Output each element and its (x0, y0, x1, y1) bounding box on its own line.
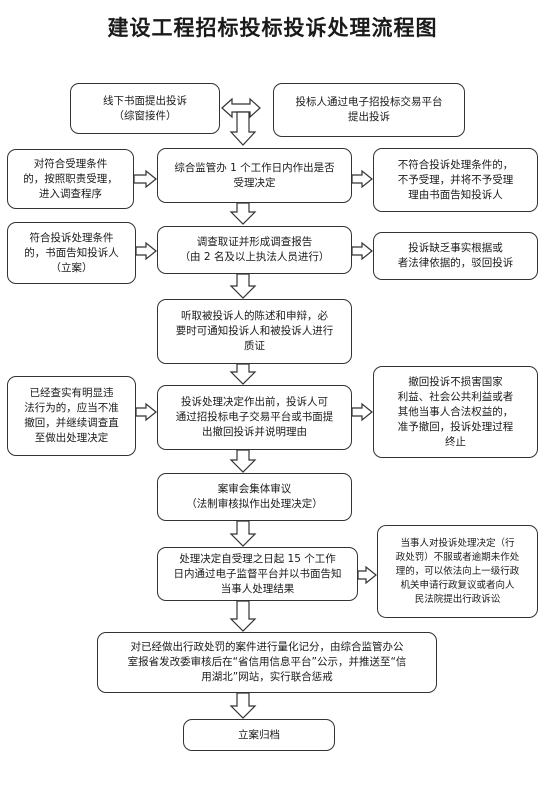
reject-text: 投诉缺乏事实根据或 者法律依据的，驳回投诉 (397, 242, 514, 269)
hearing-text: 听取被投诉人的陈述和申辩，必 要时可通知投诉人和被投诉人进行 质证 (175, 310, 334, 352)
committee-review-box: 案审会集体审议 （法制审核拟作出处理决定） (157, 473, 352, 521)
arrow-down-1 (229, 111, 257, 146)
arrow-right-3 (351, 402, 373, 422)
acceptance-decision-box: 综合监管办 1 个工作日内作出是否 受理决定 (157, 148, 352, 203)
online-submit-box: 投标人通过电子招投标交易平台 提出投诉 (273, 83, 465, 137)
arrow-down-4 (229, 363, 257, 385)
arrow-down-7 (229, 600, 257, 632)
decision-notice-text: 处理决定自受理之日起 15 个工作 日内通过电子监督平台并以书面告知 当事人处理… (173, 552, 342, 595)
offline-submit-text: 线下书面提出投诉 （综窗接件） (103, 94, 187, 122)
allow-withdraw-text: 撤回投诉不损害国家 利益、社会公共利益或者 其他当事人合法权益的， 准予撤回，投… (397, 375, 514, 448)
accept-investigate-text: 对符合受理条件 的，按照职责受理， 进入调查程序 (23, 157, 118, 200)
arrow-down-8 (229, 692, 257, 719)
allow-withdraw-box: 撤回投诉不损害国家 利益、社会公共利益或者 其他当事人合法权益的， 准予撤回，投… (373, 366, 538, 458)
arrow-down-5 (229, 449, 257, 473)
appeal-rights-text: 当事人对投诉处理决定（行 政处罚）不服或者逾期未作处 理的，可以依法向上一级行政… (395, 537, 520, 605)
not-accept-text: 不符合投诉处理条件的， 不予受理，并将不予受理 理由书面告知投诉人 (397, 158, 514, 201)
archive-box: 立案归档 (183, 719, 335, 751)
archive-text: 立案归档 (238, 728, 280, 741)
acceptance-decision-text: 综合监管办 1 个工作日内作出是否 受理决定 (174, 161, 335, 189)
decision-notice-box: 处理决定自受理之日起 15 个工作 日内通过电子监督平台并以书面告知 当事人处理… (157, 547, 358, 601)
deny-withdraw-text: 已经查实有明显违 法行为的，应当不准 撤回，并继续调查直 至做出处理决定 (24, 387, 119, 444)
credit-publicity-text: 对已经做出行政处罚的案件进行量化记分，由综合监管办公 室报省发改委审核后在“省信… (127, 641, 407, 683)
investigation-report-box: 调查取证并形成调查报告 （由 2 名及以上执法人员进行） (157, 226, 352, 274)
online-submit-text: 投标人通过电子招投标交易平台 提出投诉 (295, 96, 443, 123)
arrow-down-3 (229, 273, 257, 299)
accept-investigate-box: 对符合受理条件 的，按照职责受理， 进入调查程序 (7, 149, 134, 209)
notify-filed-text: 符合投诉处理条件 的，书面告知投诉人 （立案） (24, 231, 119, 274)
arrow-down-6 (229, 520, 257, 547)
not-accept-box: 不符合投诉处理条件的， 不予受理，并将不予受理 理由书面告知投诉人 (373, 148, 538, 212)
withdraw-request-box: 投诉处理决定作出前，投诉人可 通过招投标电子交易平台或书面提 出撤回投诉并说明理… (157, 385, 352, 450)
arrow-right-1 (351, 169, 373, 189)
committee-review-text: 案审会集体审议 （法制审核拟作出处理决定） (186, 483, 323, 510)
arrow-left-2 (135, 241, 157, 261)
page-title: 建设工程招标投标投诉处理流程图 (107, 16, 438, 40)
arrow-right-2 (351, 241, 373, 261)
appeal-rights-box: 当事人对投诉处理决定（行 政处罚）不服或者逾期未作处 理的，可以依法向上一级行政… (377, 525, 538, 618)
deny-withdraw-box: 已经查实有明显违 法行为的，应当不准 撤回，并继续调查直 至做出处理决定 (7, 376, 136, 456)
offline-submit-box: 线下书面提出投诉 （综窗接件） (70, 83, 220, 134)
investigation-report-text: 调查取证并形成调查报告 （由 2 名及以上执法人员进行） (179, 236, 330, 263)
credit-publicity-box: 对已经做出行政处罚的案件进行量化记分，由综合监管办公 室报省发改委审核后在“省信… (97, 632, 437, 693)
hearing-box: 听取被投诉人的陈述和申辩，必 要时可通知投诉人和被投诉人进行 质证 (157, 299, 352, 364)
arrow-left-3 (135, 402, 157, 422)
arrow-left-1 (133, 169, 157, 189)
notify-filed-box: 符合投诉处理条件 的，书面告知投诉人 （立案） (7, 222, 136, 284)
double-arrow (221, 97, 261, 119)
arrow-right-4 (357, 565, 377, 585)
arrow-down-2 (229, 202, 257, 225)
withdraw-request-text: 投诉处理决定作出前，投诉人可 通过招投标电子交易平台或书面提 出撤回投诉并说明理… (175, 396, 334, 438)
reject-box: 投诉缺乏事实根据或 者法律依据的，驳回投诉 (373, 232, 538, 280)
